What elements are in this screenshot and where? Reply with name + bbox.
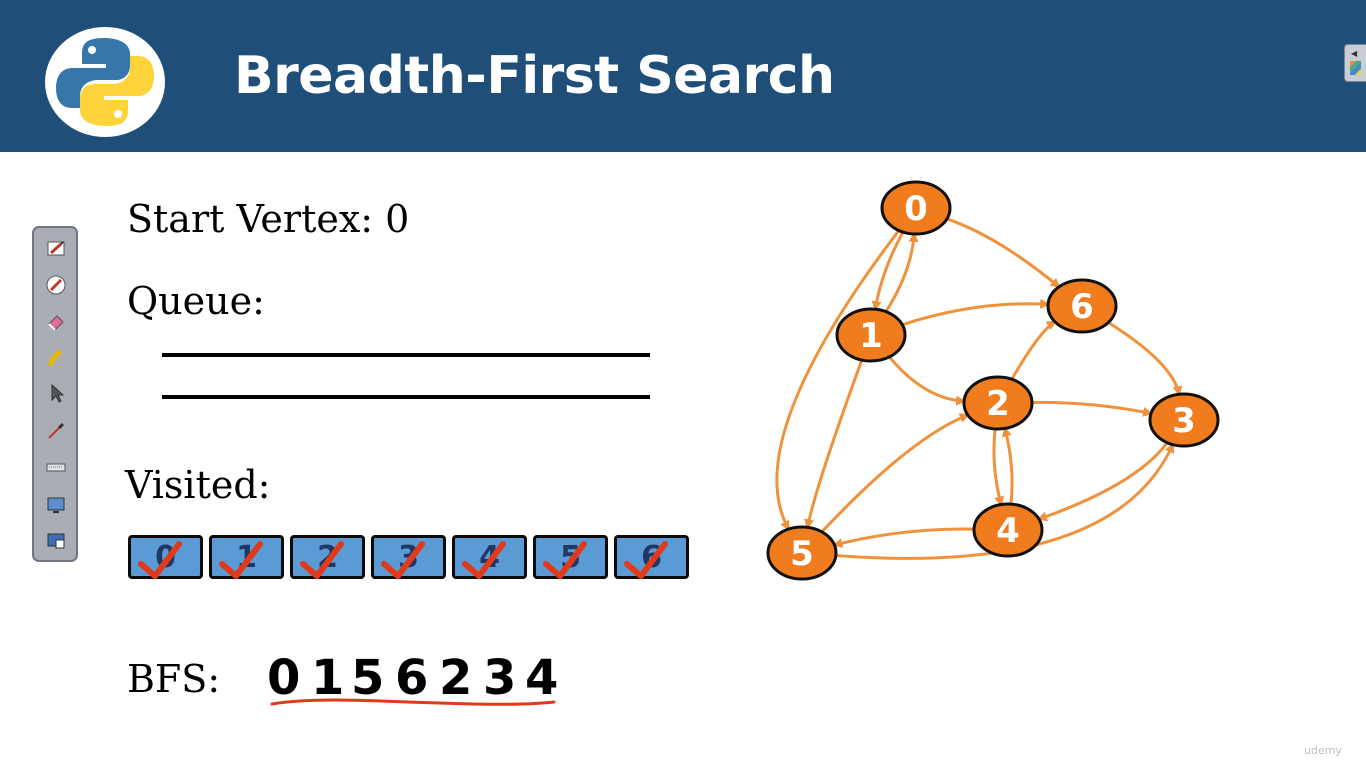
bfs-order-item: 2 (439, 650, 473, 706)
edge-5-to-2 (820, 413, 970, 533)
side-panel-tab[interactable]: ◀ (1344, 44, 1366, 82)
graph-node-5: 5 (766, 525, 838, 581)
edge-2-to-4 (992, 428, 1004, 507)
edge-0-to-1 (871, 231, 905, 312)
graph-node-2: 2 (962, 375, 1034, 431)
edge-2-to-6 (1010, 320, 1057, 380)
visited-cell-3: 3 (371, 535, 446, 579)
annotation-toolbar (32, 226, 78, 562)
graph-node-4: 4 (972, 502, 1044, 558)
eraser-icon[interactable] (43, 308, 69, 334)
visited-cell-5: 5 (533, 535, 608, 579)
laser-pointer-icon[interactable] (43, 418, 69, 444)
node-label: 1 (859, 316, 883, 356)
check-mark-icon (624, 541, 668, 579)
bfs-order-item: 6 (395, 650, 429, 706)
collapse-arrow-icon: ◀ (1351, 49, 1358, 58)
screen-save-icon[interactable] (43, 528, 69, 554)
check-mark-icon (300, 541, 344, 579)
graph-node-6: 6 (1046, 278, 1118, 334)
bfs-order-item: 1 (311, 650, 345, 706)
node-circle (766, 525, 838, 581)
edge-1-to-6 (901, 298, 1051, 327)
panel-thumbnail-icon (1350, 61, 1361, 75)
node-circle (962, 375, 1034, 431)
bfs-order-item: 3 (483, 650, 517, 706)
graph-node-0: 0 (880, 180, 952, 236)
visited-cell-1: 1 (209, 535, 284, 579)
start-vertex-label: Start Vertex: 0 (127, 197, 410, 241)
node-label: 6 (1070, 287, 1094, 327)
check-mark-icon (138, 541, 182, 579)
bfs-order-item: 0 (267, 650, 301, 706)
edge-0-to-6 (946, 217, 1061, 289)
edge-1-to-2 (888, 355, 967, 406)
node-circle (835, 307, 907, 363)
highlighter-icon[interactable] (43, 344, 69, 370)
visited-array: 0 1 2 3 4 5 6 (128, 535, 696, 581)
node-circle (880, 180, 952, 236)
edge-2-to-3 (1031, 400, 1154, 417)
bfs-order-item: 5 (351, 650, 385, 706)
graph-diagram: 0 1 2 3 4 5 6 (766, 180, 1220, 581)
edge-4-to-5 (832, 527, 975, 548)
edge-5-to-3 (835, 442, 1175, 560)
edge-1-to-5 (804, 359, 864, 530)
visited-cell-6: 6 (614, 535, 689, 579)
bfs-label: BFS: (127, 657, 221, 701)
udemy-watermark: udemy (1304, 744, 1342, 757)
node-circle (1148, 392, 1220, 448)
screen-icon[interactable] (43, 492, 69, 518)
visited-label: Visited: (125, 463, 271, 507)
graph-node-3: 3 (1148, 392, 1220, 448)
header-bar: Breadth-First Search ◀ (0, 0, 1366, 152)
queue-line-bottom (162, 395, 650, 399)
edge-6-to-3 (1107, 321, 1183, 397)
check-mark-icon (462, 541, 506, 579)
page-title: Breadth-First Search (234, 46, 835, 106)
node-label: 4 (996, 511, 1020, 551)
visited-cell-2: 2 (290, 535, 365, 579)
queue-label: Queue: (127, 279, 265, 323)
keyboard-icon[interactable] (43, 454, 69, 480)
visited-cell-4: 4 (452, 535, 527, 579)
edge-3-to-4 (1037, 441, 1169, 522)
edge-1-to-0 (884, 231, 919, 313)
graph-node-1: 1 (835, 307, 907, 363)
node-circle (1046, 278, 1118, 334)
pointer-arrow-icon[interactable] (43, 380, 69, 406)
pen-edit-icon[interactable] (43, 236, 69, 262)
node-label: 2 (986, 384, 1010, 424)
visited-cell-0: 0 (128, 535, 203, 579)
edge-0-to-5 (775, 229, 901, 531)
python-logo-icon (45, 27, 165, 137)
queue-line-top (162, 353, 650, 357)
graph-edges (775, 217, 1183, 560)
bfs-order-item: 4 (525, 650, 559, 706)
edge-4-to-2 (1002, 426, 1014, 505)
check-mark-icon (219, 541, 263, 579)
node-label: 5 (790, 534, 814, 574)
node-label: 3 (1172, 401, 1196, 441)
check-mark-icon (543, 541, 587, 579)
compass-pen-icon[interactable] (43, 272, 69, 298)
node-circle (972, 502, 1044, 558)
graph-nodes: 0 1 2 3 4 5 6 (766, 180, 1220, 581)
bfs-order-sequence: 0 1 5 6 2 3 4 (265, 648, 565, 712)
check-mark-icon (381, 541, 425, 579)
bfs-underline-stroke (270, 698, 556, 706)
node-label: 0 (904, 189, 928, 229)
